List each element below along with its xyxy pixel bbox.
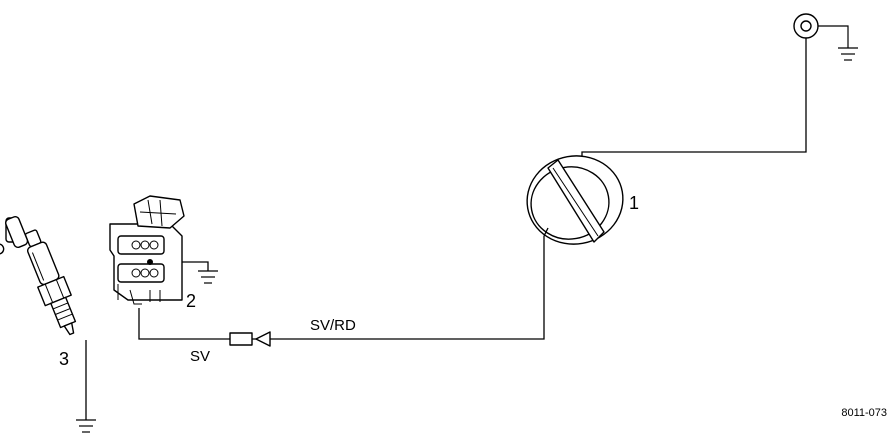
ht-lead-inner (42, 198, 124, 228)
terminal-center-icon (800, 20, 812, 32)
figure-id: 8011-073 (841, 407, 887, 419)
label-wire-sv: SV (190, 348, 210, 365)
wire-terminal-to-switch (581, 38, 807, 162)
ignition-coil (42, 195, 218, 305)
wire-sv-rd (270, 236, 545, 340)
terminal-ground-lead (818, 25, 849, 48)
coil-connector-icon (133, 195, 185, 229)
inline-connector-icon (229, 331, 271, 347)
coil-windings-icon (117, 235, 165, 305)
terminal-ground-assembly (793, 13, 858, 61)
ground-symbol-icon (838, 47, 858, 61)
label-ignition-coil: 2 (186, 291, 196, 311)
label-ignition-switch: 1 (629, 193, 639, 213)
coil-ground-symbol-icon (198, 270, 218, 284)
spark-plug-boot-icon (0, 215, 29, 255)
label-spark-plug: 3 (59, 349, 69, 369)
plug-ground-symbol-icon (76, 419, 96, 433)
ignition-switch (526, 155, 624, 245)
coil-ground-junction-icon (147, 259, 153, 265)
switch-knob-icon (547, 159, 605, 243)
spark-plug (24, 229, 77, 336)
label-wire-sv-rd: SV/RD (310, 317, 356, 334)
wire-sv (138, 308, 230, 340)
